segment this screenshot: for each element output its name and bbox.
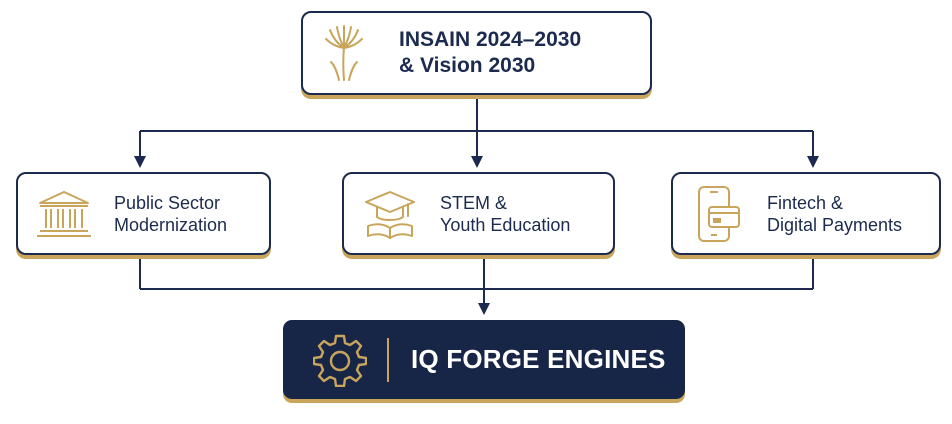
- pillar-public-sector-line1: Public Sector: [114, 192, 221, 213]
- pillar-fintech-line2: Digital Payments: [767, 214, 903, 235]
- pillar-public-sector: Public Sector Modernization: [16, 172, 271, 255]
- palm-fan-icon: [325, 25, 363, 81]
- smartphone-card-icon: [698, 185, 740, 242]
- gear-icon: [313, 334, 367, 387]
- engine-divider: [387, 337, 389, 382]
- pillar-public-sector-line2: Modernization: [114, 214, 228, 235]
- pillar-stem-line1: STEM &: [440, 192, 508, 213]
- vision-label-line1: INSAIN 2024–2030: [399, 28, 582, 51]
- engine-box: IQ FORGE ENGINES: [283, 320, 685, 399]
- vision-label-line2: & Vision 2030: [399, 54, 536, 77]
- pillar-fintech-label: Fintech & Digital Payments: [767, 192, 902, 236]
- pillar-public-sector-label: Public Sector Modernization: [114, 192, 227, 236]
- engine-label: IQ FORGE ENGINES: [411, 344, 666, 374]
- graduation-cap-book-icon: [365, 190, 415, 239]
- pillar-fintech: Fintech & Digital Payments: [671, 172, 941, 255]
- pillar-stem-line2: Youth Education: [440, 214, 571, 235]
- vision-box: INSAIN 2024–2030 & Vision 2030: [301, 11, 652, 95]
- pillar-fintech-line1: Fintech &: [767, 192, 844, 213]
- vision-label: INSAIN 2024–2030 & Vision 2030: [399, 27, 581, 79]
- pillar-stem-education: STEM & Youth Education: [342, 172, 615, 255]
- pillar-stem-label: STEM & Youth Education: [440, 192, 570, 236]
- government-building-icon: [37, 190, 91, 237]
